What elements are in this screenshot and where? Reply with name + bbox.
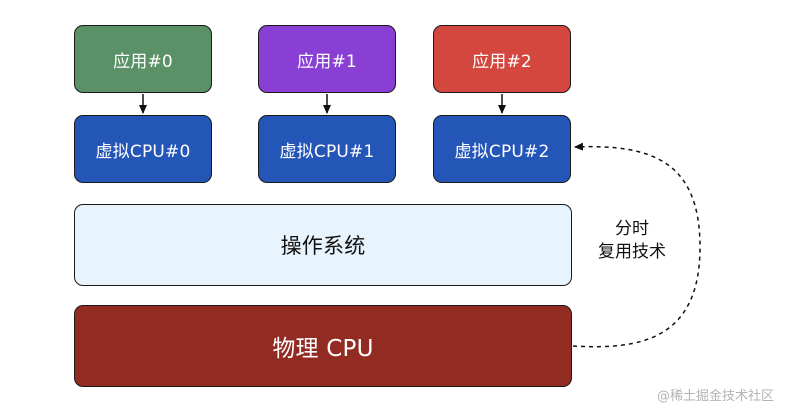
app-label-0: 应用#0 (113, 51, 173, 72)
vcpu-label-1: 虚拟CPU#1 (279, 141, 375, 162)
watermark: @稀土掘金技术社区 (656, 389, 774, 404)
app-box-1: 应用#1 (258, 25, 396, 93)
os-box: 操作系统 (74, 204, 572, 286)
time-sharing-note-line2: 复用技术 (598, 242, 666, 262)
vcpu-label-2: 虚拟CPU#2 (454, 141, 550, 162)
physical-cpu-label: 物理 CPU (272, 336, 374, 362)
app-label-1: 应用#1 (297, 51, 357, 72)
app-box-0: 应用#0 (74, 25, 212, 93)
time-sharing-note-line1: 分时 (615, 219, 649, 239)
app-label-2: 应用#2 (472, 51, 532, 72)
vcpu-box-2: 虚拟CPU#2 (433, 115, 571, 183)
physical-cpu-box: 物理 CPU (74, 305, 572, 387)
time-sharing-dashed-arrow (572, 142, 701, 348)
vcpu-box-1: 虚拟CPU#1 (258, 115, 396, 183)
vcpu-box-0: 虚拟CPU#0 (74, 115, 212, 183)
app-box-2: 应用#2 (433, 25, 571, 93)
vcpu-label-0: 虚拟CPU#0 (95, 141, 191, 162)
os-label: 操作系统 (280, 234, 366, 258)
time-sharing-note: 分时 复用技术 (584, 218, 680, 264)
